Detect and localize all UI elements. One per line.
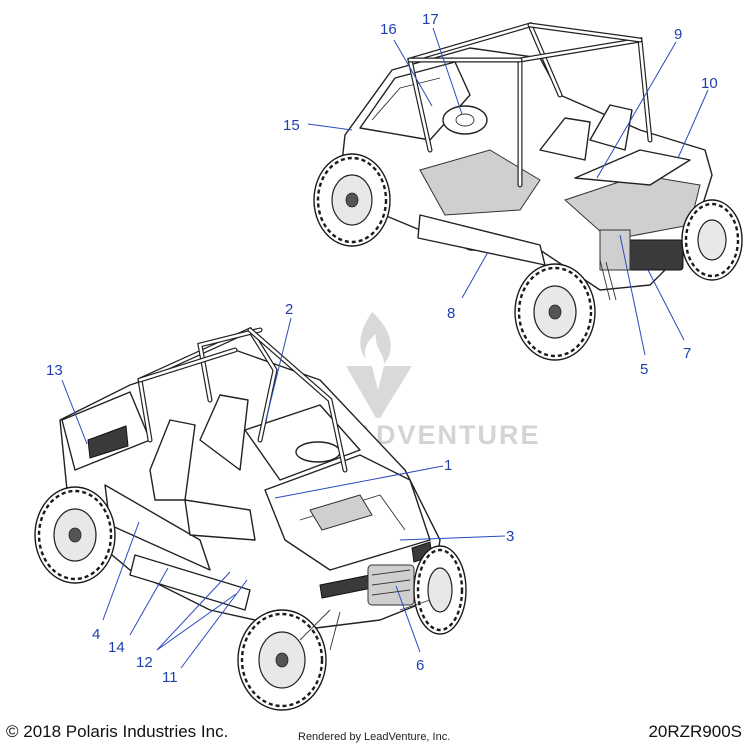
callout-17[interactable]: 17 [422, 11, 439, 28]
wheel-rear-left-top [514, 263, 596, 361]
leader-16 [393, 39, 433, 107]
leader-2 [265, 317, 292, 421]
leader-8 [461, 251, 489, 299]
callout-15[interactable]: 15 [283, 117, 300, 134]
leader-6 [395, 585, 421, 653]
leader-5 [619, 234, 646, 356]
leader-10 [677, 89, 709, 159]
callout-8[interactable]: 8 [447, 305, 455, 322]
diagram-id: 20RZR900S [648, 722, 742, 741]
wheel-rear-left-bottom [34, 486, 116, 584]
callout-labels: 1 2 3 4 5 6 7 8 9 10 11 12 13 14 15 16 1… [46, 11, 718, 686]
watermark-chevron-icon [346, 366, 412, 418]
leader-4 [102, 521, 140, 621]
leader-17 [432, 27, 463, 115]
leader-1 [274, 465, 444, 499]
leader-14 [129, 567, 169, 636]
callout-6[interactable]: 6 [416, 657, 424, 674]
callout-1[interactable]: 1 [444, 457, 452, 474]
callout-7[interactable]: 7 [683, 345, 691, 362]
leader-7 [647, 269, 685, 341]
leader-3 [399, 535, 506, 541]
callout-10[interactable]: 10 [701, 75, 718, 92]
callout-2[interactable]: 2 [285, 301, 293, 318]
callout-4[interactable]: 4 [92, 626, 100, 643]
leader-lines [61, 27, 709, 669]
wheel-rear-right-top [681, 199, 743, 281]
vehicle-front-view [34, 326, 467, 711]
leader-11 [180, 579, 248, 669]
leader-13 [61, 379, 88, 445]
callout-11[interactable]: 11 [162, 669, 178, 686]
rendered-by-text: Rendered by LeadVenture, Inc. [298, 731, 451, 743]
callout-9[interactable]: 9 [674, 26, 682, 43]
vehicle-rear-view [313, 21, 743, 361]
callout-13[interactable]: 13 [46, 362, 63, 379]
wheel-front-left-bottom [237, 609, 327, 711]
leader-15 [307, 123, 353, 131]
callout-16[interactable]: 16 [380, 21, 397, 38]
leader-9 [596, 41, 677, 179]
callout-14[interactable]: 14 [108, 639, 125, 656]
watermark-flame-icon [360, 312, 391, 364]
callout-5[interactable]: 5 [640, 361, 648, 378]
callout-12[interactable]: 12 [136, 654, 153, 671]
leader-12 [156, 571, 231, 651]
wheel-front-left-top [313, 153, 391, 247]
callout-3[interactable]: 3 [506, 528, 514, 545]
leader-12b [156, 593, 237, 651]
wheel-front-right-bottom [413, 545, 467, 635]
copyright-text: © 2018 Polaris Industries Inc. [6, 722, 229, 741]
